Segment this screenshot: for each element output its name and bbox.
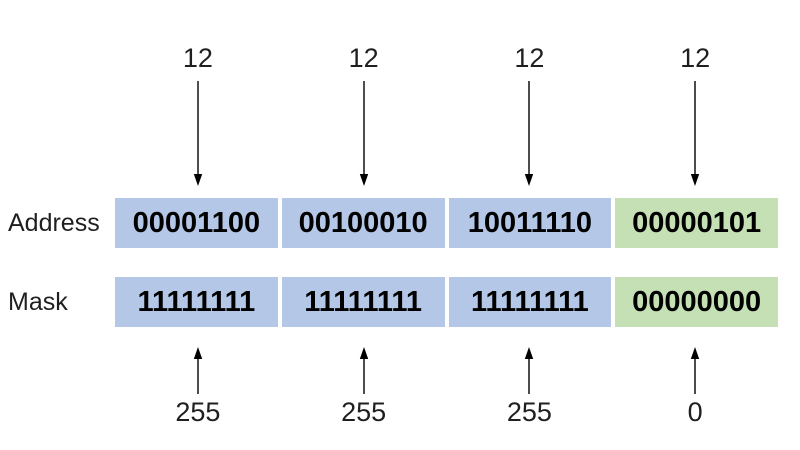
down-arrow-icon bbox=[115, 80, 281, 186]
up-arrow-icon bbox=[447, 347, 613, 394]
decimal-octet-label: 12 bbox=[182, 42, 213, 73]
up-arrow-icon bbox=[281, 347, 447, 394]
address-row-label: Address bbox=[8, 208, 100, 237]
mask-octet-cell: 00000000 bbox=[615, 277, 778, 327]
mask-decimal-label: 0 bbox=[687, 396, 703, 427]
mask-row: 11111111 11111111 11111111 00000000 bbox=[115, 277, 778, 327]
address-octet-cell: 00000101 bbox=[615, 198, 778, 248]
mask-octet-cell: 11111111 bbox=[281, 277, 445, 327]
address-octet-cell: 10011110 bbox=[448, 198, 612, 248]
bottom-decimal-labels-row: 255 255 255 0 bbox=[115, 396, 778, 428]
up-arrow-icon bbox=[115, 347, 281, 394]
address-octet-cell: 00100010 bbox=[281, 198, 445, 248]
mask-decimal-label: 255 bbox=[175, 396, 221, 427]
address-octet-cell: 00001100 bbox=[115, 198, 278, 248]
down-arrow-icon bbox=[447, 80, 613, 186]
down-arrow-icon bbox=[612, 80, 778, 186]
mask-decimal-label: 255 bbox=[341, 396, 387, 427]
address-row: 00001100 00100010 10011110 00000101 bbox=[115, 198, 778, 248]
decimal-octet-label: 12 bbox=[680, 42, 711, 73]
down-arrow-icon bbox=[281, 80, 447, 186]
mask-row-label: Mask bbox=[8, 287, 68, 316]
mask-octet-cell: 11111111 bbox=[448, 277, 612, 327]
mask-octet-cell: 11111111 bbox=[115, 277, 278, 327]
decimal-octet-label: 12 bbox=[348, 42, 379, 73]
top-decimal-labels-row: 12 12 12 12 bbox=[115, 42, 778, 74]
down-arrows-row bbox=[115, 80, 778, 186]
up-arrow-icon bbox=[612, 347, 778, 394]
up-arrows-row bbox=[115, 347, 778, 394]
decimal-octet-label: 12 bbox=[514, 42, 545, 73]
mask-decimal-label: 255 bbox=[506, 396, 552, 427]
